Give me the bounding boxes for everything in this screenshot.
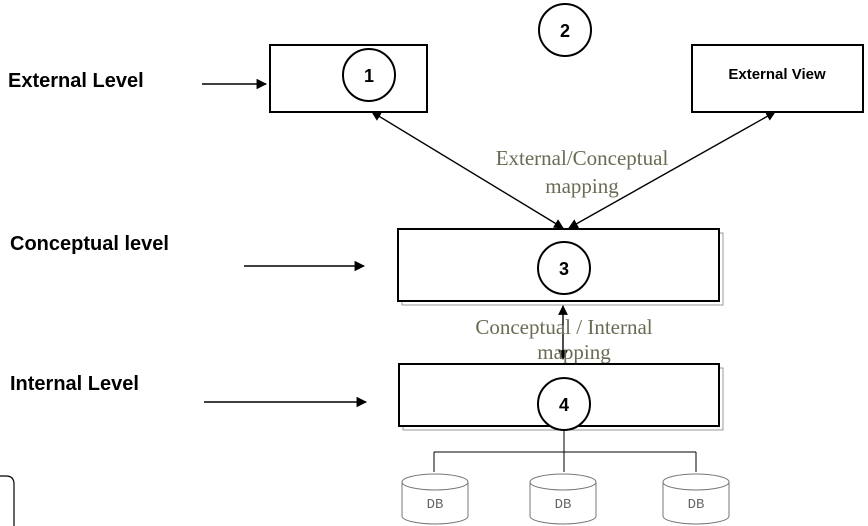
- number-1: 1: [364, 66, 374, 86]
- db-label-3: DB: [688, 497, 705, 513]
- mapping-arrow-left: [371, 111, 564, 229]
- database-cylinder-2: DB: [529, 473, 597, 525]
- concept-internal-mapping-line2: mapping: [537, 340, 611, 364]
- internal-level-label: Internal Level: [10, 373, 139, 395]
- number-4: 4: [559, 395, 569, 415]
- database-cylinder-1: DB: [401, 473, 469, 525]
- db-connectors: [433, 430, 697, 472]
- conceptual-level-label: Conceptual level: [10, 233, 169, 255]
- database-cylinder-3: DB: [662, 473, 730, 525]
- partial-box-edge: [0, 475, 15, 526]
- number-3: 3: [559, 259, 569, 279]
- external-level-label: External Level: [8, 70, 144, 92]
- mapping-arrow-right: [568, 111, 776, 229]
- ext-concept-mapping-line1: External/Conceptual: [496, 146, 669, 170]
- concept-internal-mapping-line1: Conceptual / Internal: [475, 315, 652, 339]
- conceptual-box-3: 3: [397, 228, 724, 306]
- db-label-2: DB: [555, 497, 572, 513]
- db-label-1: DB: [427, 497, 444, 513]
- circle-2: 2: [538, 3, 592, 57]
- number-2: 2: [560, 21, 570, 41]
- ext-concept-mapping-line2: mapping: [545, 174, 619, 198]
- external-view-box: External View: [691, 44, 864, 113]
- internal-box-4: 4: [398, 363, 724, 431]
- external-view-label: External View: [728, 66, 826, 83]
- external-box-1: 1: [269, 44, 428, 113]
